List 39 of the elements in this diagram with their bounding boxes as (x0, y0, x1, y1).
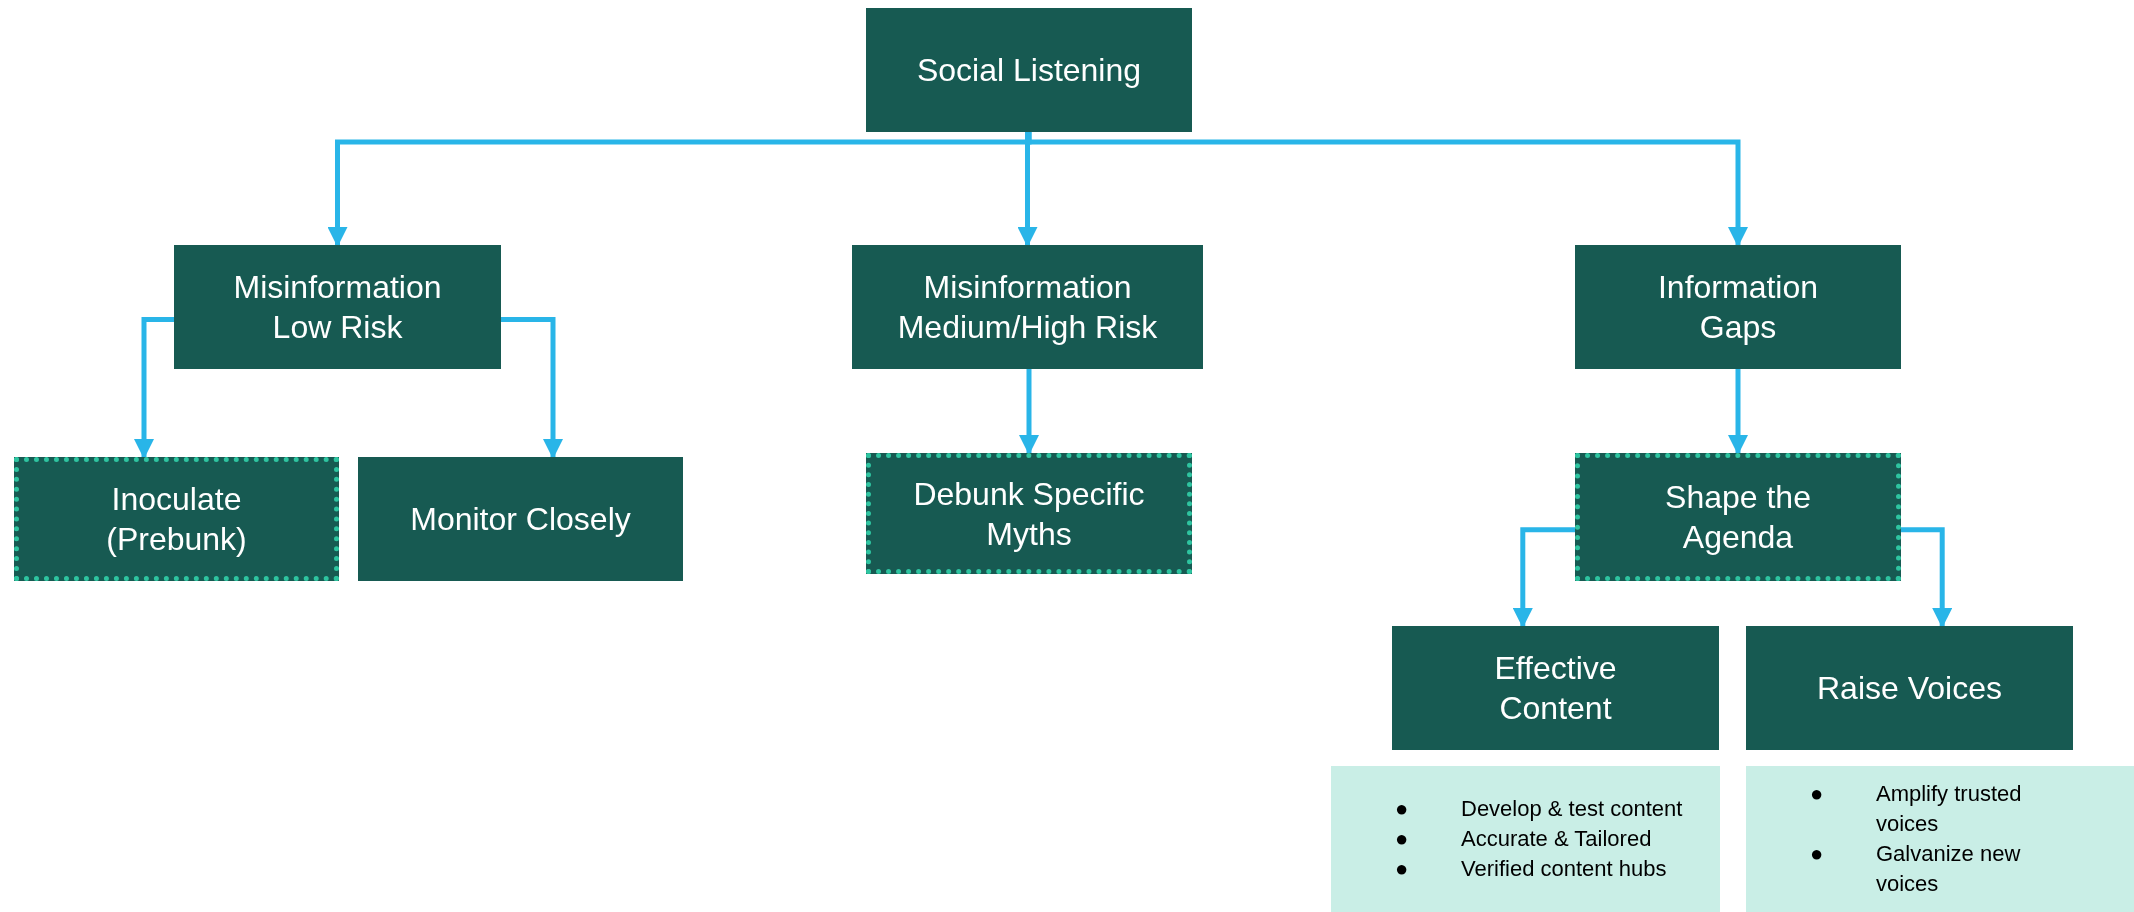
box-label: Information Gaps (1656, 268, 1820, 347)
arrow (1017, 132, 1038, 247)
process-box (1575, 245, 1901, 369)
bullet-list-panel (1331, 766, 1720, 912)
process-box (852, 245, 1203, 369)
bullet-list-panel (1746, 766, 2134, 912)
arrow (1512, 527, 1575, 628)
arrow (1019, 369, 1039, 455)
process-box (14, 457, 339, 581)
list-item: Accurate & Tailored (1461, 825, 1653, 853)
list-item: Amplify trusted voices (1876, 780, 2023, 838)
box-label: Inoculate (Prebunk) (105, 480, 248, 559)
list-item: Galvanize new voices (1876, 840, 2022, 898)
box-label: Shape the Agenda (1664, 478, 1812, 557)
box-label: Raise Voices (1817, 669, 2002, 708)
arrow (1901, 527, 1953, 628)
arrow (1728, 369, 1748, 455)
arrow (501, 316, 563, 459)
bullet: ● (1395, 826, 1409, 851)
process-box (358, 457, 683, 581)
box-label: Misinformation Medium/High Risk (896, 268, 1159, 347)
bullet: ● (1810, 781, 1824, 806)
list-item: Develop & test content (1461, 795, 1684, 823)
box-label: Debunk Specific Myths (912, 474, 1146, 554)
process-box (1392, 626, 1719, 750)
box-label: Effective Content (1493, 649, 1618, 728)
process-box (1746, 626, 2073, 750)
list-item: Verified content hubs (1461, 855, 1668, 883)
bullet: ● (1395, 796, 1409, 821)
arrow (134, 316, 174, 459)
box-label: Misinformation Low Risk (232, 268, 443, 347)
box-label: Monitor Closely (410, 500, 631, 539)
process-box (174, 245, 501, 369)
bullet: ● (1810, 841, 1824, 866)
box-label: Social Listening (916, 51, 1142, 90)
process-box (866, 8, 1192, 132)
bullet: ● (1395, 856, 1409, 881)
process-box (1575, 453, 1901, 581)
process-box (866, 453, 1192, 574)
